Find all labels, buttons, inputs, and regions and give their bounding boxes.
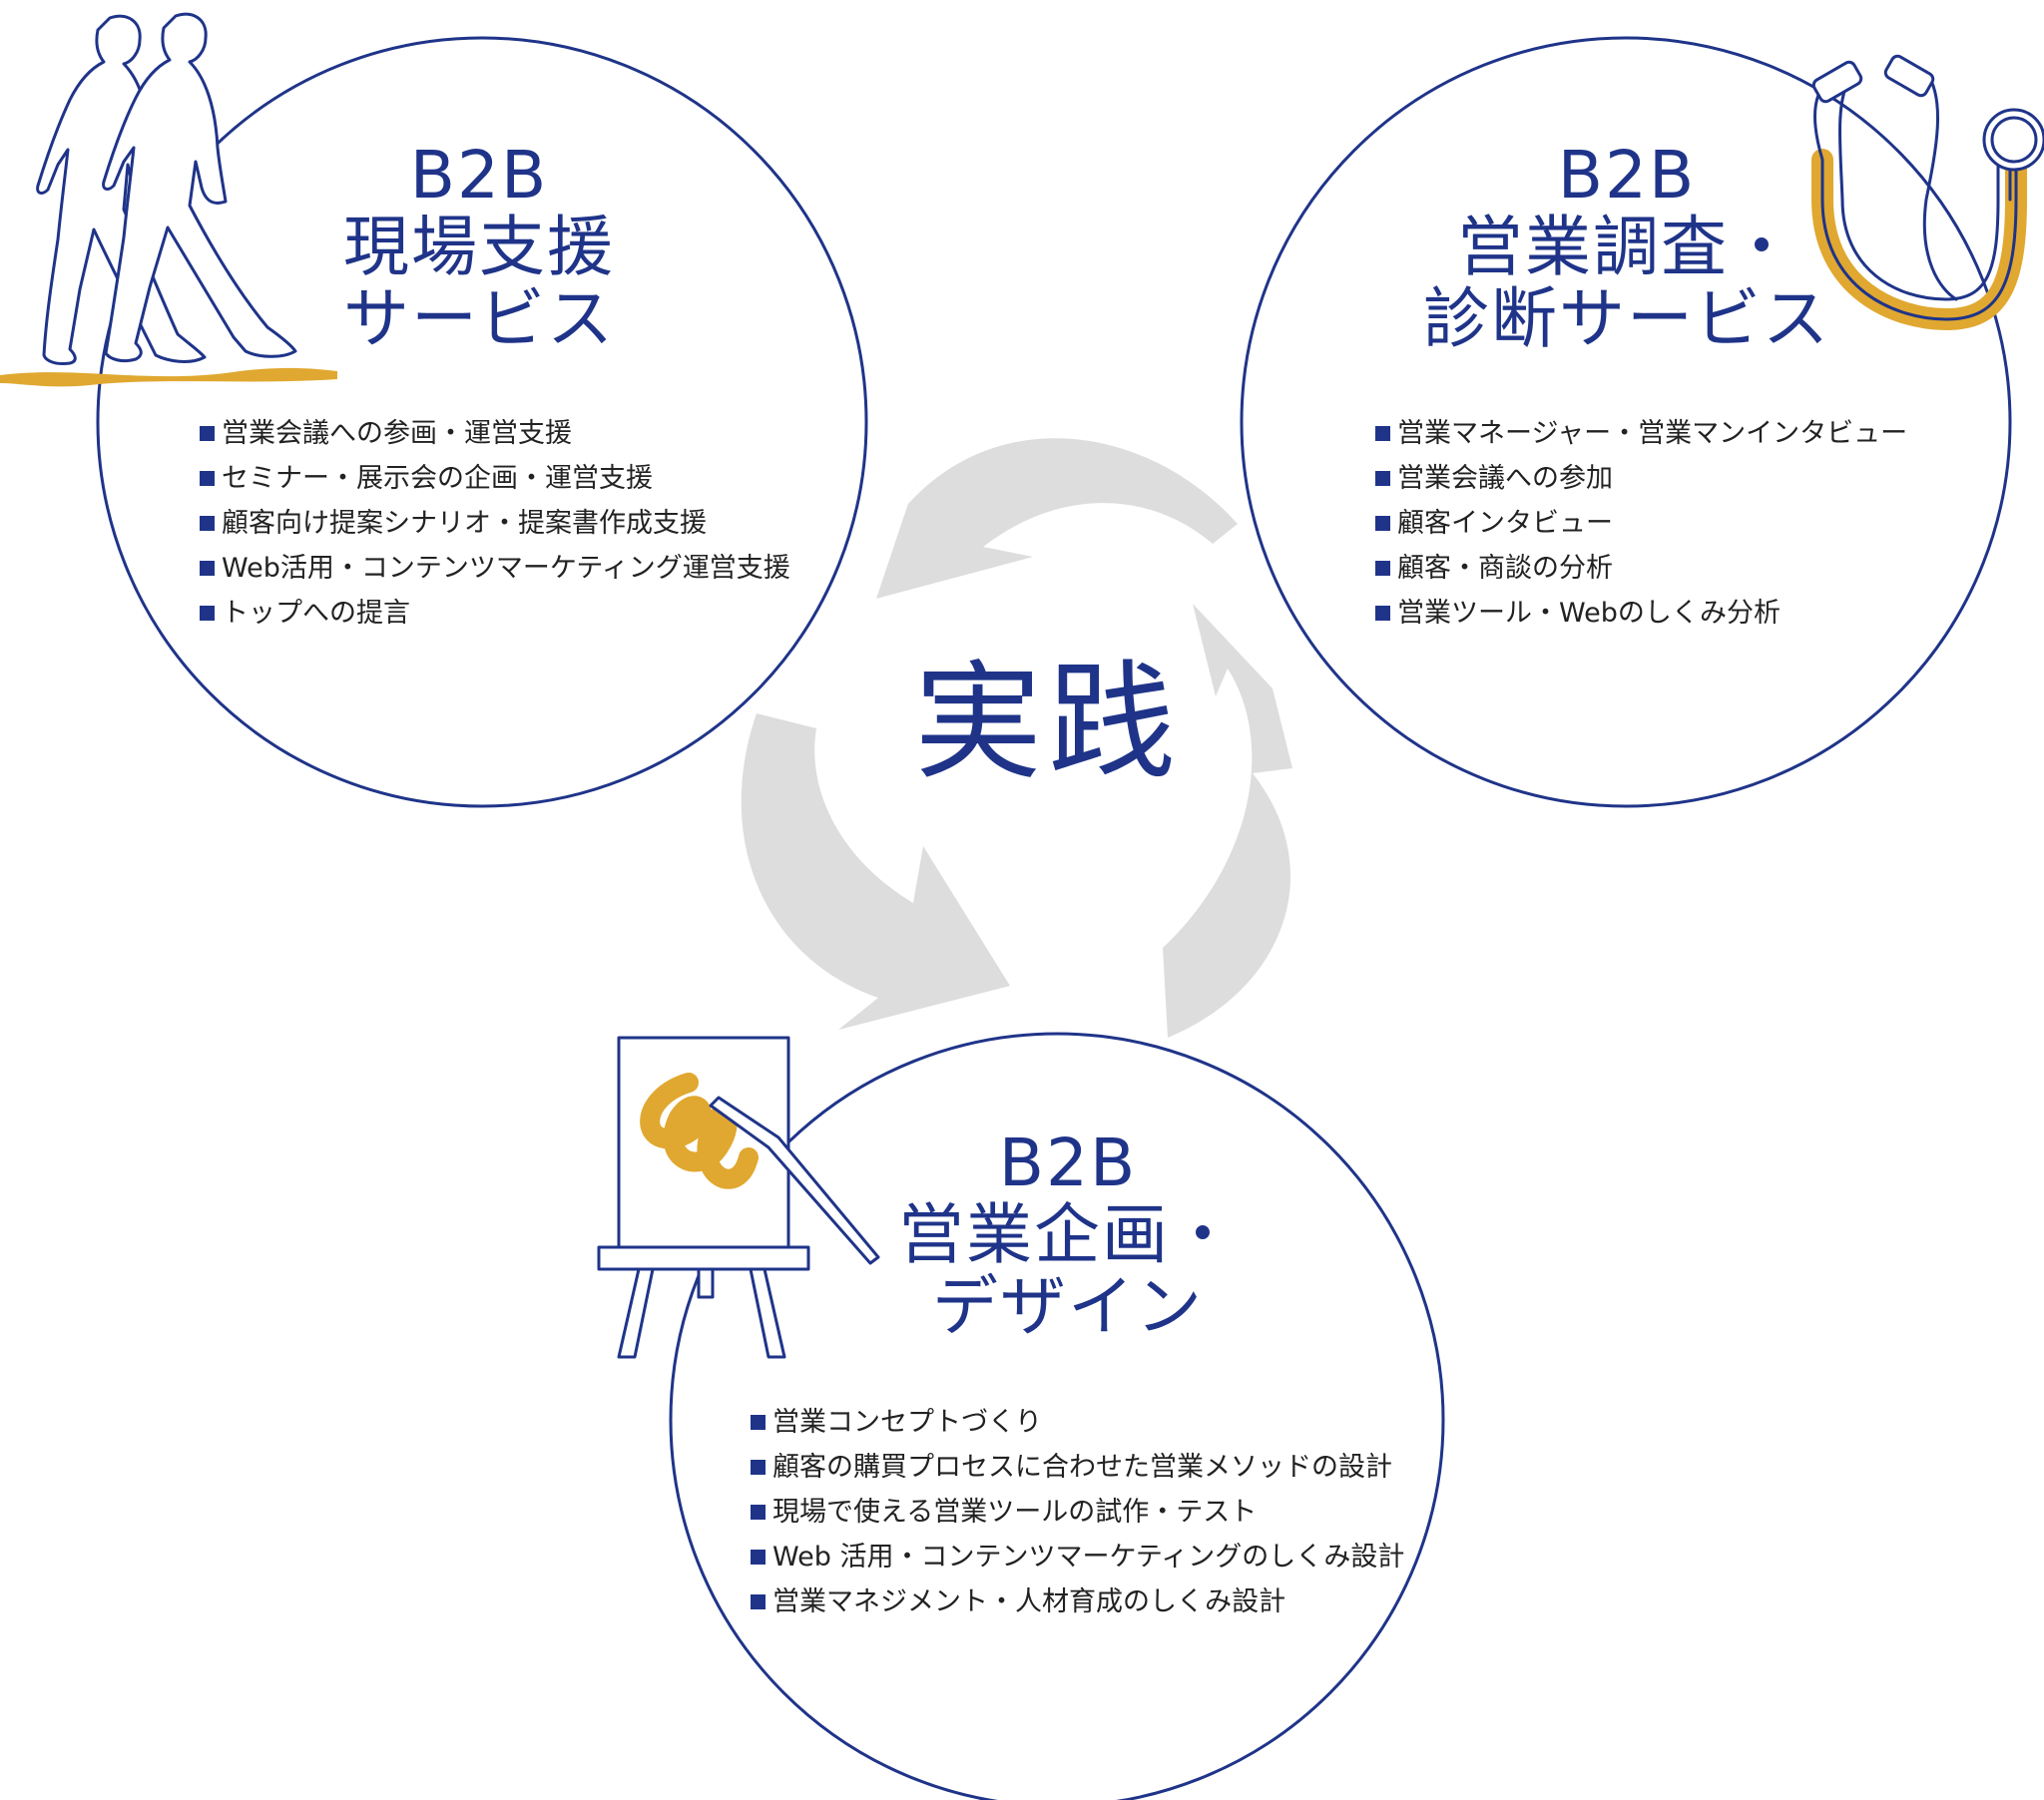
list-item: 営業マネージャー・営業マンインタビュー — [1375, 411, 1907, 456]
list-item: 営業コンセプトづくり — [751, 1400, 1404, 1445]
title-line: B2B — [998, 1125, 1138, 1201]
list-item: 営業ツール・Webのしくみ分析 — [1375, 591, 1907, 636]
circle-title-planning-design: B2B 営業企画・ デザイン — [858, 1127, 1278, 1343]
list-item-label: 営業会議への参画・運営支援 — [222, 418, 572, 449]
list-item: 顧客向け提案シナリオ・提案書作成支援 — [200, 501, 790, 546]
stethoscope-icon — [1811, 54, 2044, 330]
bullet-icon — [1375, 471, 1390, 486]
list-item: 営業マネジメント・人材育成のしくみ設計 — [751, 1579, 1404, 1624]
title-line: 現場支援 — [343, 209, 615, 285]
bullet-icon — [751, 1505, 766, 1520]
cycle-arrows — [741, 438, 1292, 1038]
list-item-label: セミナー・展示会の企画・運営支援 — [222, 463, 653, 494]
list-item-label: 顧客インタビュー — [1397, 508, 1613, 539]
walking-people-icon — [0, 12, 337, 387]
list-item-label: 現場で使える営業ツールの試作・テスト — [772, 1497, 1258, 1528]
list-item-label: 営業マネジメント・人材育成のしくみ設計 — [772, 1586, 1286, 1617]
bullet-icon — [751, 1415, 766, 1430]
service-list-planning-design: 営業コンセプトづくり 顧客の購買プロセスに合わせた営業メソッドの設計 現場で使え… — [751, 1400, 1404, 1624]
list-item-label: 顧客・商談の分析 — [1397, 553, 1613, 584]
list-item: Web活用・コンテンツマーケティング運営支援 — [200, 546, 790, 591]
title-line: 営業企画・ — [898, 1196, 1238, 1273]
list-item-label: 顧客の購買プロセスに合わせた営業メソッドの設計 — [772, 1452, 1392, 1483]
list-item: 営業会議への参画・運営支援 — [200, 411, 790, 456]
list-item-label: 営業マネージャー・営業マンインタビュー — [1397, 418, 1908, 449]
bullet-icon — [200, 606, 215, 621]
walking-person-front — [102, 12, 297, 363]
service-list-research-diagnosis: 営業マネージャー・営業マンインタビュー 営業会議への参加 顧客インタビュー 顧客… — [1375, 411, 1907, 636]
bullet-icon — [1375, 516, 1390, 531]
paint-scribble — [640, 1073, 759, 1189]
list-item-label: Web活用・コンテンツマーケティング運営支援 — [222, 553, 790, 584]
list-item: 営業会議への参加 — [1375, 456, 1907, 501]
list-item-label: トップへの提言 — [222, 598, 410, 629]
circle-title-research-diagnosis: B2B 営業調査・ 診断サービス — [1397, 140, 1856, 355]
list-item: 顧客インタビュー — [1375, 501, 1907, 546]
bullet-icon — [1375, 606, 1390, 621]
easel-paintbrush-icon — [597, 1036, 880, 1359]
list-item: 顧客・商談の分析 — [1375, 546, 1907, 591]
paintbrush — [709, 1096, 880, 1265]
bullet-icon — [1375, 426, 1390, 441]
title-line: B2B — [409, 137, 549, 214]
bullet-icon — [200, 471, 215, 486]
list-item-label: 営業コンセプトづくり — [772, 1407, 1042, 1438]
title-line: 営業調査・ — [1457, 209, 1796, 285]
bullet-icon — [200, 426, 215, 441]
list-item-label: Web 活用・コンテンツマーケティングのしくみ設計 — [772, 1542, 1405, 1573]
circle-title-field-support: B2B 現場支援 サービス — [289, 140, 669, 355]
list-item-label: 顧客向け提案シナリオ・提案書作成支援 — [222, 508, 707, 539]
bullet-icon — [751, 1460, 766, 1475]
circle-field-support — [96, 36, 868, 808]
cycle-arrow-top — [876, 438, 1238, 599]
center-label: 実践 — [913, 649, 1182, 797]
list-item: Web 活用・コンテンツマーケティングのしくみ設計 — [751, 1535, 1404, 1579]
title-line: デザイン — [932, 1268, 1204, 1345]
bullet-icon — [751, 1594, 766, 1609]
cycle-arrow-right — [1163, 604, 1292, 1038]
list-item-label: 営業会議への参加 — [1397, 463, 1613, 494]
cycle-arrow-bottom-left — [741, 713, 1010, 1030]
title-line: B2B — [1557, 137, 1697, 214]
bullet-icon — [1375, 561, 1390, 576]
list-item-label: 営業ツール・Webのしくみ分析 — [1397, 598, 1781, 629]
circle-planning-design — [669, 1032, 1445, 1800]
easel-legs — [617, 1267, 786, 1359]
bullet-icon — [200, 561, 215, 576]
list-item: トップへの提言 — [200, 591, 790, 636]
service-list-field-support: 営業会議への参画・運営支援 セミナー・展示会の企画・運営支援 顧客向け提案シナリ… — [200, 411, 790, 636]
easel-ledge — [597, 1245, 810, 1271]
title-line: 診断サービス — [1423, 280, 1830, 357]
title-line: サービス — [343, 280, 615, 357]
bullet-icon — [200, 516, 215, 531]
bullet-icon — [751, 1550, 766, 1565]
list-item: 現場で使える営業ツールの試作・テスト — [751, 1490, 1404, 1535]
list-item: セミナー・展示会の企画・運営支援 — [200, 456, 790, 501]
list-item: 顧客の購買プロセスに合わせた営業メソッドの設計 — [751, 1445, 1404, 1490]
